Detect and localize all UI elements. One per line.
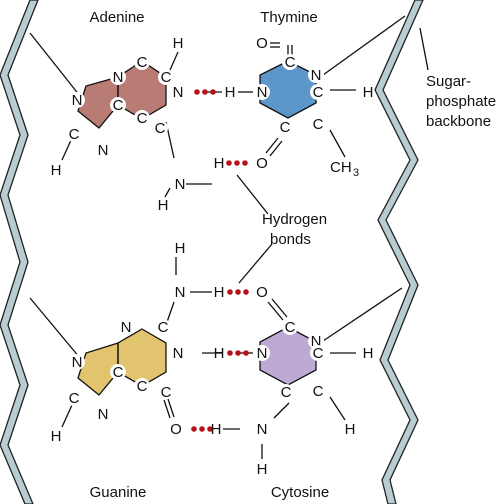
atom-ch3-subscript: 3: [353, 167, 359, 179]
hydrogen-bond-adenine-thymine-1: [194, 89, 216, 95]
atom-h: H: [51, 428, 62, 445]
atom-n: N: [257, 345, 268, 362]
atom-c: C: [137, 110, 148, 127]
atom-c: C: [161, 69, 172, 86]
atom-h: H: [158, 197, 169, 214]
atom-n: N: [175, 284, 186, 301]
atom-n: N: [121, 319, 132, 336]
hydrogen-bonds-label-line2: bonds: [270, 231, 311, 248]
atom-h: H: [363, 84, 374, 101]
bond-lines: [29, 15, 429, 459]
thymine-label: Thymine: [260, 9, 318, 26]
atom-n: N: [173, 345, 184, 362]
atom-ch3: CH: [330, 159, 352, 176]
atom-h: H: [214, 155, 225, 172]
atom-h: H: [175, 240, 186, 257]
atom-c: C: [281, 384, 292, 401]
atom-h: H: [345, 421, 356, 438]
atom-c: C: [113, 364, 124, 381]
atom-c: C: [285, 319, 296, 336]
atom-c: C: [313, 116, 324, 133]
atom-c: C: [158, 319, 169, 336]
hydrogen-bond-guanine-cytosine-1: [227, 289, 249, 295]
hydrogen-bond-guanine-cytosine-3: [191, 426, 213, 432]
atom-h: H: [214, 284, 225, 301]
atom-n: N: [72, 354, 83, 371]
atom-h: H: [211, 421, 222, 438]
atom-c: C: [155, 120, 166, 137]
atom-n: N: [98, 142, 109, 159]
atom-c: C: [137, 378, 148, 395]
atom-c: C: [69, 390, 80, 407]
backbone-label-line3: backbone: [426, 113, 491, 130]
atom-n: N: [98, 406, 109, 423]
backbone-label-line1: Sugar-: [426, 73, 471, 90]
adenine-label: Adenine: [89, 9, 144, 26]
atom-c: C: [285, 54, 296, 71]
cytosine-hexagon-fill: [260, 327, 316, 385]
atom-c: C: [280, 119, 291, 136]
guanine-pentagon-fill: [78, 343, 118, 395]
backbone-label-line2: phosphate: [426, 93, 496, 110]
guanine-label: Guanine: [90, 484, 147, 501]
guanine-atoms: H N H C N N C C C N C N H O: [51, 240, 225, 445]
atom-c: C: [113, 97, 124, 114]
hydrogen-bond-guanine-cytosine-2: [227, 350, 249, 356]
atom-o: O: [256, 155, 268, 172]
adenine-atoms: C C N C C N C N C N H H N H: [51, 35, 186, 214]
adenine-pentagon-fill: [78, 77, 118, 128]
atom-n: N: [72, 92, 83, 109]
hydrogen-bonds-label-line1: Hydrogen: [262, 211, 327, 228]
cytosine-atoms: O C N C C C N H H H N H H: [211, 284, 374, 478]
left-backbone-strand: [0, 0, 39, 504]
atom-n: N: [311, 333, 322, 350]
atom-h: H: [214, 345, 225, 362]
atom-n: N: [173, 84, 184, 101]
atom-h: H: [225, 84, 236, 101]
hydrogen-bond-adenine-thymine-2: [226, 160, 248, 166]
atom-h: H: [51, 162, 62, 179]
atom-o: O: [170, 421, 182, 438]
atom-c: C: [69, 126, 80, 143]
atom-n: N: [257, 84, 268, 101]
atom-n: N: [257, 421, 268, 438]
guanine-hexagon-fill: [118, 329, 166, 386]
atom-o: O: [256, 35, 268, 52]
atom-n: N: [311, 67, 322, 84]
atom-c: C: [313, 84, 324, 101]
thymine-hexagon-fill: [260, 61, 316, 118]
atom-c: C: [313, 345, 324, 362]
atom-h: H: [173, 35, 184, 52]
atom-h: H: [257, 461, 268, 478]
adenine-hexagon-fill: [118, 61, 166, 119]
atom-c: C: [137, 54, 148, 71]
thymine-atoms: O C N C C C N H H O CH 3 H: [214, 35, 374, 179]
right-backbone-strand: [374, 0, 424, 504]
atom-n: N: [175, 176, 186, 193]
atom-o: O: [256, 284, 268, 301]
cytosine-label: Cytosine: [271, 484, 329, 501]
atom-h: H: [363, 345, 374, 362]
atom-c: C: [313, 383, 324, 400]
atom-n: N: [113, 69, 124, 86]
atom-c: C: [161, 384, 172, 401]
